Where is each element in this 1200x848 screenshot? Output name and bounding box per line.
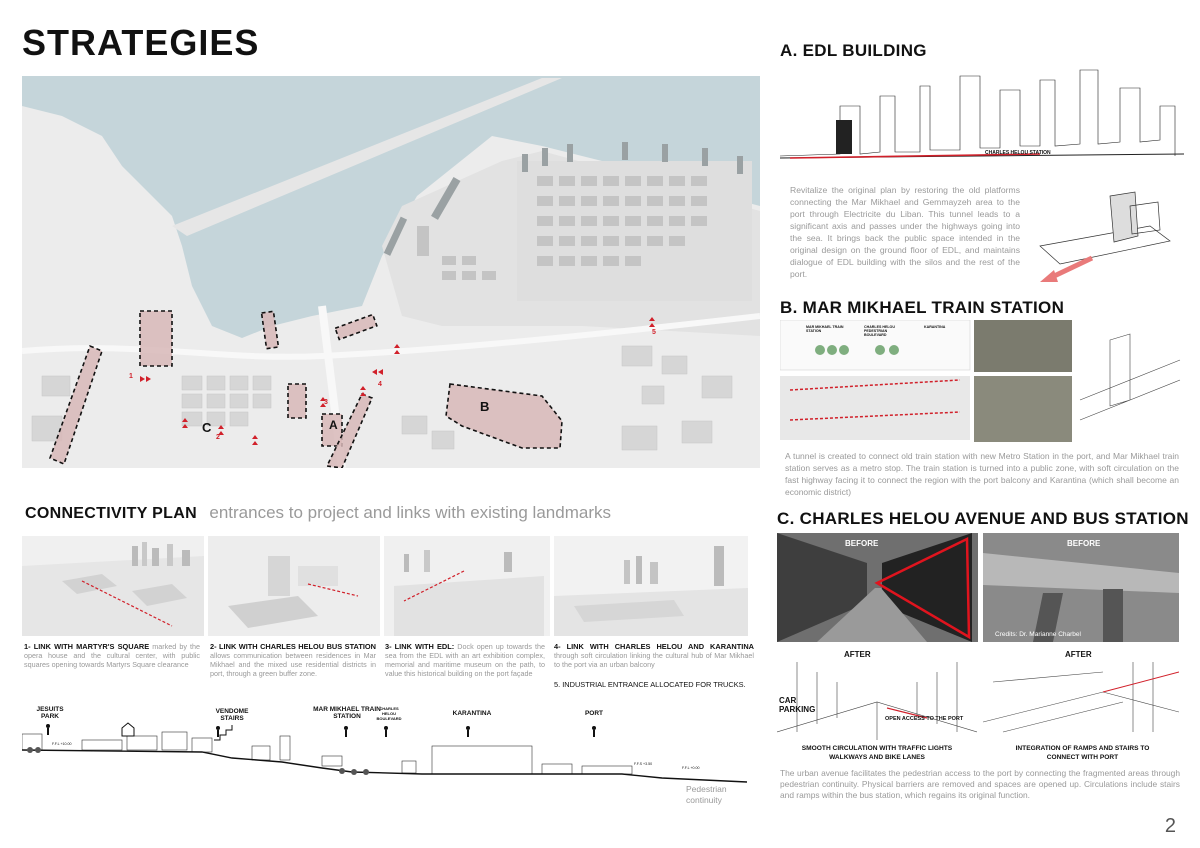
link-caption-4: 4- LINK WITH CHARLES HELOU AND KARANTINA…: [554, 642, 754, 669]
link-caption-3: 3- LINK WITH EDL: Dock open up towards t…: [385, 642, 545, 678]
edl-axon-svg: [1039, 191, 1171, 282]
edl-axis-red: [789, 153, 1041, 159]
entrance-number: 3: [324, 399, 328, 406]
train-diagram-label-karantina: KARANTINA: [924, 325, 946, 329]
train-title: B. MAR MIKHAEL TRAIN STATION: [780, 298, 1065, 317]
charles-after-sketch-right: [982, 662, 1180, 740]
breakwater: [172, 78, 562, 236]
train-axon-sketch: [1079, 333, 1181, 421]
zone-a: [321, 413, 343, 447]
edl-building-mark: [836, 120, 852, 154]
edl-sketch-svg: [779, 69, 1185, 159]
ships: [383, 142, 743, 256]
section-buildings: [21, 731, 633, 775]
intervention-zones: [48, 310, 563, 468]
stairs-icon: [214, 725, 233, 741]
charles-before-photo-left: BEFORE: [777, 533, 978, 642]
link-caption-1-title: 1- LINK WITH MARTYR'S SQUARE: [24, 642, 150, 651]
site-section: JESUITS PARK VENDOME STAIRS MAR MIKHAEL …: [21, 706, 748, 816]
section-ground-line: [21, 749, 748, 783]
train-diagrams-svg: [779, 319, 1181, 442]
entrance-number: 5: [652, 329, 656, 336]
before-label-right: BEFORE: [1067, 539, 1101, 548]
page-number: 2: [1164, 815, 1176, 837]
page-title: STRATEGIES: [22, 22, 260, 63]
open-access-label: OPEN ACCESS TO THE PORT: [885, 716, 964, 722]
render-4: [554, 536, 748, 636]
zone-label-a: A: [329, 418, 338, 432]
connectivity-renders: [22, 536, 748, 636]
zone-b: [445, 383, 563, 449]
site-map: A B C 1 2 3 4 5: [22, 76, 760, 468]
edl-axonometric: [1030, 186, 1180, 286]
section-label-train-station: MAR MIKHAEL TRAIN STATION: [313, 706, 381, 720]
zone-label-b: B: [480, 399, 490, 414]
entrance-number: 2: [216, 434, 220, 441]
charles-description: The urban avenue facilitates the pedestr…: [780, 768, 1180, 800]
charles-caption-left: SMOOTH CIRCULATION WITH TRAFFIC LIGHTS W…: [801, 745, 953, 761]
edl-sketch: CHARLES HELOU STATION: [779, 66, 1185, 182]
entrance-number: 1: [129, 373, 133, 380]
section-label-charles-helou-blvd: CHARLES HELOU BOULEVARD: [376, 706, 402, 721]
photo-credit: Credits: Dr. Marianne Charbel: [995, 631, 1081, 638]
section-label-port: PORT: [584, 710, 604, 717]
charles-title: C. CHARLES HELOU AVENUE AND BUS STATION: [777, 509, 1189, 528]
section-svg: [21, 722, 748, 783]
link-caption-3-text: Dock open up towards the sea from the ED…: [385, 642, 545, 678]
train-diagram-label-station: MAR MIKHAEL TRAIN STATION: [806, 325, 844, 333]
charles-after-sketch-left: CAR PARKING OPEN ACCESS TO THE PORT: [776, 662, 978, 740]
entrance-number: 4: [378, 381, 382, 388]
after-label-right: AFTER: [1065, 650, 1092, 659]
city-blocks: [31, 345, 733, 451]
port-sheds: [417, 176, 707, 280]
train-photo-1: [974, 320, 1072, 372]
link-caption-2-text: allows communication between residences …: [210, 651, 376, 678]
zone-label-c: C: [202, 420, 212, 435]
train-photo-2: [974, 376, 1072, 442]
before-label-left: BEFORE: [845, 539, 879, 548]
render-1: [22, 536, 204, 636]
section-trees: [27, 747, 369, 775]
section-level-mid: F.F.S +3.50: [634, 762, 653, 766]
pedestrian-icons: [46, 724, 596, 737]
section-label-karantina: KARANTINA: [452, 710, 492, 717]
train-diagram-label-boulevard: CHARLES HELOU PEDESTRIAN BOULEVARD: [864, 325, 895, 337]
train-trees: [815, 345, 899, 355]
link-caption-4-text: through soft circulation linking the cul…: [554, 651, 754, 669]
section-label-vendome-stairs: VENDOME STAIRS: [215, 708, 249, 722]
edl-sketch-label: CHARLES HELOU STATION: [985, 150, 1051, 156]
edl-description: Revitalize the original plan by restorin…: [790, 185, 1020, 279]
before-highlight: [874, 537, 971, 640]
connectivity-subtitle: entrances to project and links with exis…: [209, 503, 611, 522]
link-caption-1: 1- LINK WITH MARTYR'S SQUARE marked by t…: [24, 642, 200, 669]
charles-caption-right: INTEGRATION OF RAMPS AND STAIRS TO CONNE…: [1015, 745, 1150, 761]
sea: [22, 76, 760, 338]
edl-title: A. EDL BUILDING: [780, 41, 927, 60]
house-icon: [121, 722, 135, 737]
section-level-right: F.F.L +0.00: [682, 766, 700, 770]
charles-before-photo-right: BEFORE Credits: Dr. Marianne Charbel: [983, 533, 1179, 642]
train-description: A tunnel is created to connect old train…: [785, 451, 1179, 497]
render-2: [208, 536, 380, 636]
car-parking-label: CAR PARKING: [779, 696, 816, 714]
render-3: [384, 536, 550, 636]
site-map-svg: [22, 76, 760, 468]
connectivity-title: CONNECTIVITY PLAN: [25, 505, 197, 522]
section-footnote: Pedestrian continuity: [686, 784, 727, 805]
west-pier: [62, 171, 162, 336]
link-caption-2-title: 2- LINK WITH CHARLES HELOU BUS STATION: [210, 642, 376, 651]
entrance-markers: [140, 317, 655, 445]
connectivity-heading: CONNECTIVITY PLAN entrances to project a…: [25, 503, 611, 523]
link-caption-2: 2- LINK WITH CHARLES HELOU BUS STATION a…: [210, 642, 376, 678]
section-level-left: F.F.L +10.00: [52, 742, 72, 746]
renders-svg: [22, 536, 748, 636]
section-label-jesuits-park: JESUITS PARK: [36, 706, 64, 720]
link-caption-4-title: 4- LINK WITH CHARLES HELOU AND KARANTINA: [554, 642, 754, 651]
train-diagrams: MAR MIKHAEL TRAIN STATION CHARLES HELOU …: [779, 319, 1184, 446]
link-caption-3-title: 3- LINK WITH EDL:: [385, 642, 455, 651]
link-caption-1-text: marked by the opera house and the cultur…: [24, 642, 200, 669]
after-label-left: AFTER: [844, 650, 871, 659]
industrial-entrance-note: 5. INDUSTRIAL ENTRANCE ALLOCATED FOR TRU…: [554, 680, 746, 689]
